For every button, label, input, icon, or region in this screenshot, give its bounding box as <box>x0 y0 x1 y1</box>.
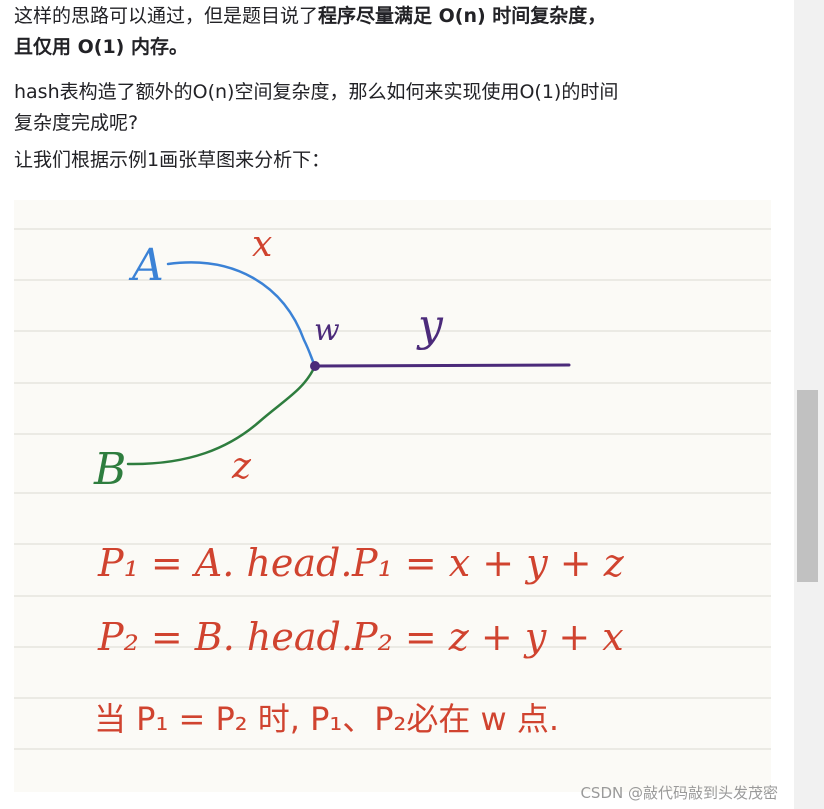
scrollbar-thumb[interactable] <box>797 390 818 582</box>
paragraph-2-line1: hash表构造了额外的O(n)空间复杂度，那么如何来实现使用O(1)的时间 <box>14 81 619 103</box>
sketch-image: A x w y B z P₁ = A. head. P₁ = x + y + z… <box>14 200 771 792</box>
label-y: y <box>416 300 444 351</box>
watermark: CSDN @敲代码敲到头发茂密 <box>580 784 778 802</box>
article-body: 这样的思路可以通过，但是题目说了程序尽量满足 O(n) 时间复杂度， 且仅用 O… <box>14 1 784 802</box>
label-w: w <box>314 313 340 348</box>
paragraph-3: 让我们根据示例1画张草图来分析下： <box>14 145 784 176</box>
equation-2-right: P₂ = z + y + x <box>351 615 624 659</box>
paragraph-3-text: 让我们根据示例1画张草图来分析下： <box>14 149 331 171</box>
paragraph-2: hash表构造了额外的O(n)空间复杂度，那么如何来实现使用O(1)的时间 复杂… <box>14 77 784 139</box>
paragraph-1-bold-line2: 且仅用 O(1) 内存。 <box>14 36 188 58</box>
equation-1-right: P₁ = x + y + z <box>351 541 625 585</box>
paragraph-1-text: 这样的思路可以通过，但是题目说了 <box>14 5 319 27</box>
paper-lines <box>14 228 771 750</box>
paragraph-1-bold: 程序尽量满足 O(n) 时间复杂度， <box>318 5 607 27</box>
label-B: B <box>93 444 126 495</box>
junction-point-w <box>310 361 320 371</box>
equation-1-left: P₁ = A. head. <box>97 541 352 585</box>
paragraph-2-line2: 复杂度完成呢? <box>14 112 139 134</box>
label-x: x <box>252 224 272 265</box>
paragraph-1: 这样的思路可以通过，但是题目说了程序尽量满足 O(n) 时间复杂度， 且仅用 O… <box>14 1 784 63</box>
equation-2-left: P₂ = B. head. <box>97 615 353 659</box>
label-A: A <box>128 240 164 291</box>
vertical-scrollbar[interactable] <box>794 0 824 809</box>
segment-z-path <box>126 364 317 466</box>
segment-x-path <box>166 261 317 368</box>
segment-y-path <box>313 363 571 368</box>
sketch-drawing: A x w y B z P₁ = A. head. P₁ = x + y + z… <box>14 224 771 750</box>
equation-3: 当 P₁ = P₂ 时, P₁、P₂必在 w 点. <box>94 700 559 738</box>
label-z: z <box>231 446 252 487</box>
